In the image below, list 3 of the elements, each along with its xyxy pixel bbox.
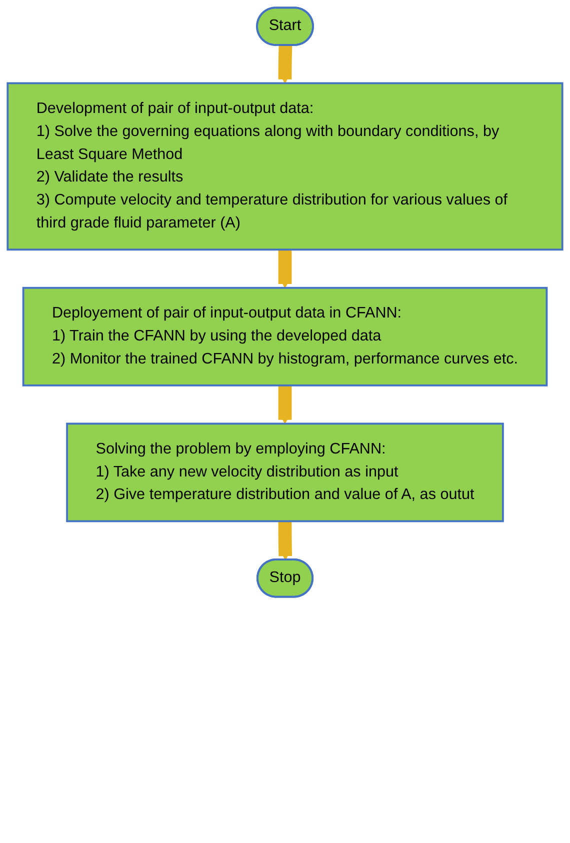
node-box: Deployement of pair of input-output data in CFANN: 1) Train the CFANN by using the developed data 2) Monitor the trained CFANN by histogram, performance curves etc.	[22, 286, 548, 386]
node-box: Solving the problem by employing CFANN: 1) Take any new velocity distribution as input 2) Give temperature distribution and value of A, as outut	[66, 422, 504, 522]
node-box: Development of pair of input-output data: 1) Solve the governing equations along with boundary conditions, by Least Square Method 2) Validate the results 3) Compute velocity and temperature distribution for various values of third grade fluid parameter (A)	[6, 82, 564, 251]
